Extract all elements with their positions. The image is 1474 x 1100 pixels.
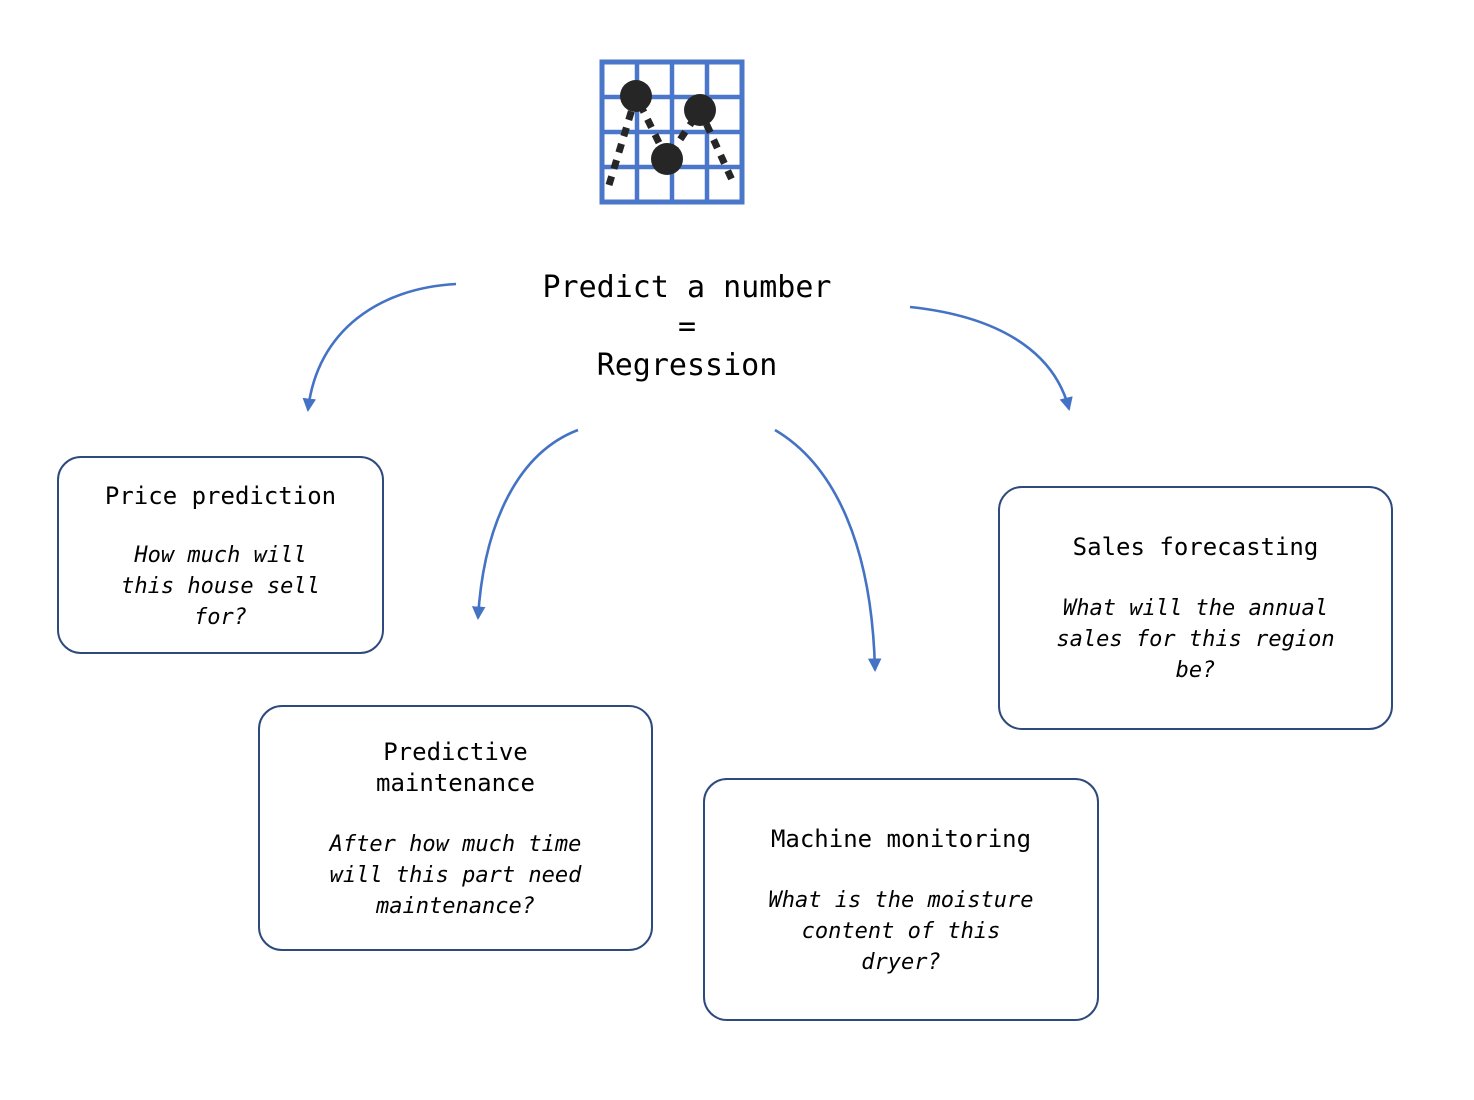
use-case-card-machine-monitoring[interactable]: Machine monitoring What is the moisture …: [703, 778, 1099, 1021]
use-case-title: Price prediction: [104, 482, 337, 510]
use-case-question: What is the moisture content of this dry…: [768, 887, 1034, 975]
use-case-question: What will the annual sales for this regi…: [1056, 596, 1335, 683]
use-case-question: After how much time will this part need …: [329, 831, 582, 919]
use-case-card-price-prediction[interactable]: Price prediction How much will this hous…: [57, 456, 384, 654]
use-case-card-predictive-maintenance[interactable]: Predictive maintenance After how much ti…: [258, 705, 653, 951]
use-case-card-sales-forecasting[interactable]: Sales forecasting What will the annual s…: [998, 486, 1393, 730]
scatter-plot-grid-icon: [599, 59, 745, 205]
use-case-question: How much will this house sell for?: [121, 543, 320, 630]
use-case-title: Predictive maintenance: [376, 737, 535, 797]
arrow-to-predictive-maintenance: [471, 428, 579, 621]
page-title: Predict a number = Regression: [542, 270, 832, 383]
arrow-to-price-prediction: [302, 282, 457, 413]
use-case-title: Machine monitoring: [770, 824, 1032, 853]
use-case-title: Sales forecasting: [1072, 533, 1319, 561]
arrow-to-machine-monitoring: [774, 428, 882, 673]
